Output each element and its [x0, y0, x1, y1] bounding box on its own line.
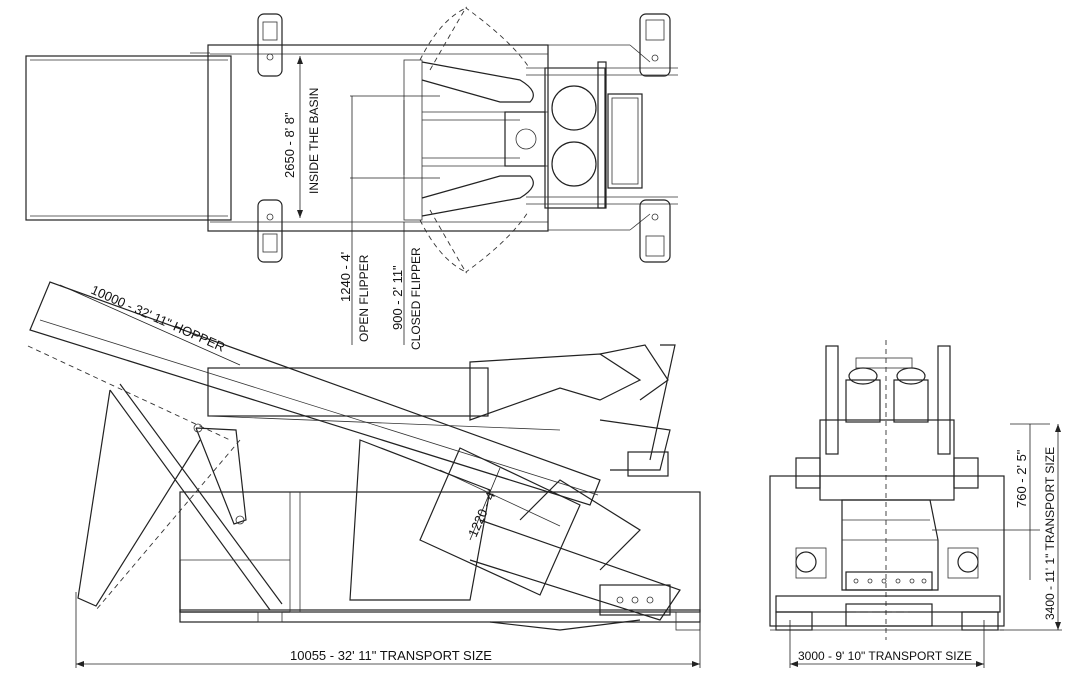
end-transport-width-label: 3000 - 9' 10" TRANSPORT SIZE [798, 649, 972, 663]
closed-flipper-caption-label: CLOSED FLIPPER [409, 247, 423, 350]
track-foot-bottom-left [257, 199, 283, 263]
basin-width-label: 2650 - 8' 8" [282, 112, 297, 178]
basin-caption-label: INSIDE THE BASIN [307, 88, 321, 194]
open-flipper-value-label: 1240 - 4' [338, 252, 353, 302]
chute-width-label: 1220 - 4' [465, 487, 499, 539]
side-transport-length-label: 10055 - 32' 11" TRANSPORT SIZE [290, 648, 492, 663]
top-view: 2650 - 8' 8" INSIDE THE BASIN [25, 6, 678, 345]
track-foot-top-right [639, 13, 671, 77]
track-foot-bottom-right [639, 199, 671, 263]
end-height-small-label: 760 - 2' 5" [1014, 449, 1029, 508]
track-foot-top-left [257, 13, 283, 77]
end-transport-height-label: 3400 - 11' 1" TRANSPORT SIZE [1043, 447, 1057, 620]
open-flipper-caption-label: OPEN FLIPPER [357, 254, 371, 342]
closed-flipper-value-label: 900 - 2' 11" [390, 265, 405, 330]
end-view: 3000 - 9' 10" TRANSPORT SIZE 760 - 2' 5"… [769, 340, 1062, 668]
hopper-length-label: 10000 - 32' 11" HOPPER [89, 282, 227, 355]
